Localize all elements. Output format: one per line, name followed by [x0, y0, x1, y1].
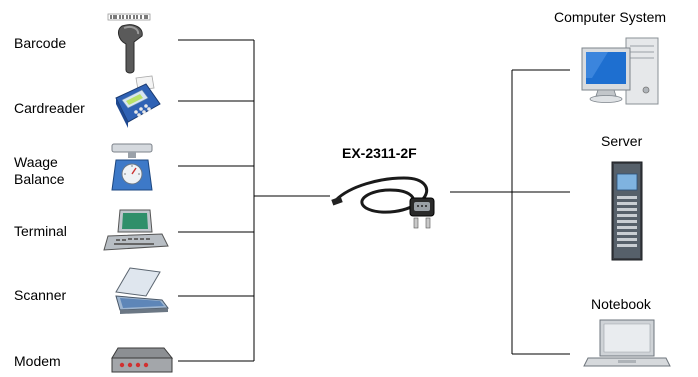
- computer-system-icon: [581, 37, 659, 105]
- modem-icon: [111, 347, 174, 373]
- product-title: EX-2311-2F: [342, 145, 417, 161]
- terminal-label: Terminal: [14, 223, 67, 239]
- scanner-label: Scanner: [14, 287, 67, 303]
- modem-label: Modem: [14, 353, 61, 369]
- notebook-label: Notebook: [591, 296, 651, 312]
- card-reader-icon: [115, 75, 161, 128]
- barcode-scanner-icon: [107, 13, 151, 74]
- serial-cable-icon: [331, 176, 435, 229]
- server-rack-icon: [611, 161, 643, 261]
- server-label: Server: [601, 133, 643, 149]
- terminal-icon: [103, 209, 169, 251]
- barcode-label: Barcode: [14, 35, 67, 51]
- notebook-icon: [583, 319, 671, 367]
- flatbed-scanner-icon: [115, 267, 169, 314]
- waage-label: Waage: [14, 154, 58, 170]
- cardreader-label: Cardreader: [14, 100, 85, 116]
- scale-icon: [111, 143, 153, 191]
- computer-system-label: Computer System: [554, 9, 667, 25]
- balance-label: Balance: [14, 171, 65, 187]
